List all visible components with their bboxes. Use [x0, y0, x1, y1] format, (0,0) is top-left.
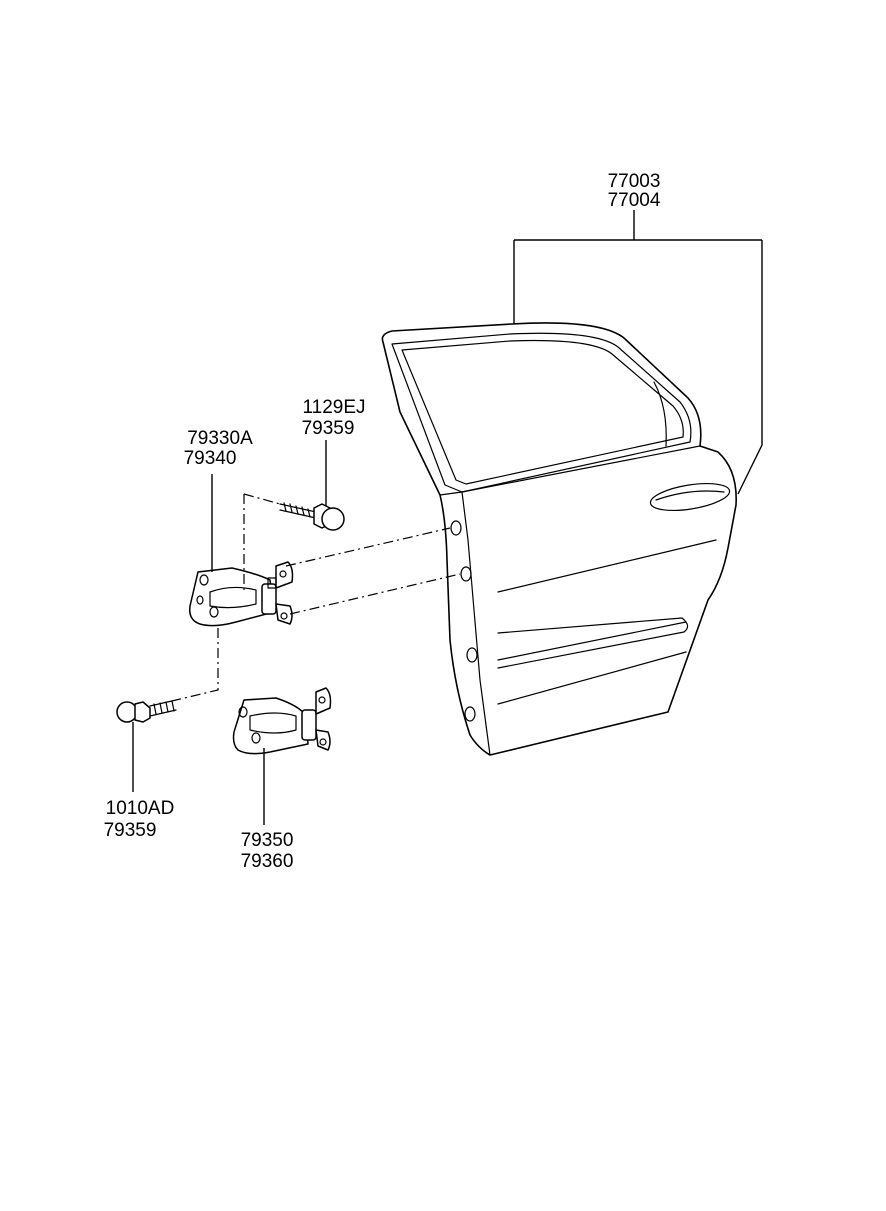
- callout-door-panel: 77003 77004: [608, 171, 661, 211]
- callout-lower-hinge: 79350 79360: [241, 830, 294, 872]
- upper-hinge[interactable]: [188, 561, 294, 627]
- part-number: 79359: [302, 418, 355, 439]
- callout-upper-hinge-bolt: 1129EJ 79359: [302, 397, 366, 439]
- assembly-lines: [175, 493, 461, 701]
- part-number: 79330A: [187, 428, 253, 449]
- callout-upper-hinge: 79330A 79340: [184, 428, 253, 469]
- part-number: 77003: [608, 171, 661, 192]
- part-number: 79359: [104, 820, 157, 841]
- door-panel-leader: [513, 210, 763, 495]
- upper-hinge-bolt[interactable]: [279, 502, 345, 531]
- part-number: 1129EJ: [302, 397, 365, 418]
- lower-hinge-bolt[interactable]: [116, 699, 177, 723]
- rear-door-panel[interactable]: [381, 322, 737, 756]
- part-number: 77004: [608, 190, 661, 211]
- part-number: 79350: [241, 830, 294, 851]
- part-number: 79340: [184, 448, 237, 469]
- callout-leaders: [132, 440, 327, 825]
- part-number: 1010AD: [106, 798, 175, 819]
- part-number: 79360: [241, 851, 294, 872]
- lower-hinge[interactable]: [232, 687, 332, 755]
- callout-lower-hinge-bolt: 1010AD 79359: [104, 798, 175, 841]
